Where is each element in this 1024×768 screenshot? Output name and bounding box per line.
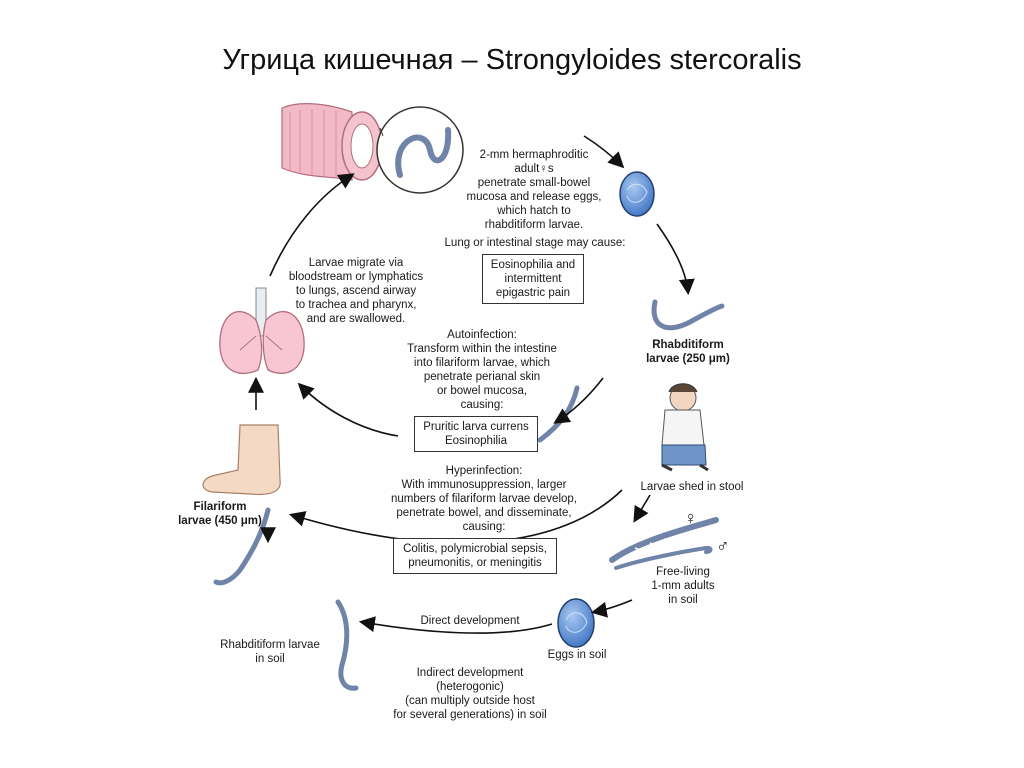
autoinfection-label: Autoinfection: Transform within the inte… (407, 329, 557, 411)
eosinophilia-box: Eosinophilia and intermittent epigastric… (482, 254, 584, 304)
egg-icon-top (619, 171, 655, 217)
intestine-illustration (281, 103, 383, 181)
lungs-illustration (219, 287, 305, 374)
eggs-in-soil-label: Eggs in soil (547, 649, 607, 661)
magnified-adult-worm-icon (376, 106, 464, 194)
larvae-shed-label: Larvae shed in stool (640, 481, 744, 493)
filariform-larvae-label: Filariform larvae (450 μm) (178, 501, 262, 527)
person-in-stool-illustration (661, 383, 709, 472)
egg-icon-soil (557, 598, 595, 648)
foot-illustration (202, 424, 281, 496)
page-title: Угрица кишечная – Strongyloides stercora… (222, 44, 802, 76)
adult-stage-label: 2-mm hermaphroditic adult♀s penetrate sm… (466, 149, 602, 231)
free-living-label: Free-living 1-mm adults in soil (651, 566, 715, 606)
pruritic-box: Pruritic larva currens Eosinophilia (414, 416, 538, 452)
rhabditiform-larvae-label: Rhabditiform larvae (250 μm) (646, 339, 730, 365)
lung-intestinal-label: Lung or intestinal stage may cause: (444, 237, 626, 249)
rhabditiform-larva-soil-icon (335, 599, 359, 691)
hyperinfection-label: Hyperinfection: With immunosuppression, … (391, 465, 577, 533)
rhabditiform-soil-label: Rhabditiform larvae in soil (220, 639, 320, 665)
male-symbol: ♂ (716, 536, 730, 556)
colitis-box: Colitis, polymicrobial sepsis, pneumonit… (393, 538, 557, 574)
female-symbol: ♀ (684, 508, 698, 528)
free-living-male-worm-icon (614, 545, 713, 570)
rhabditiform-larva-icon (651, 299, 725, 331)
migrate-label: Larvae migrate via bloodstream or lympha… (288, 257, 424, 325)
direct-development-label: Direct development (420, 615, 520, 627)
free-living-female-worm-icon (609, 517, 719, 563)
indirect-development-label: Indirect development (heterogonic) (can … (393, 667, 547, 721)
